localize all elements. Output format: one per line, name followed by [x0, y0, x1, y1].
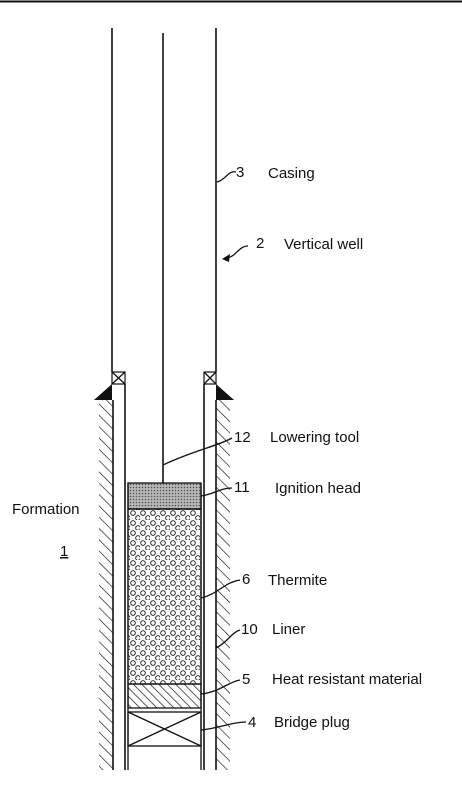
- label-liner: Liner: [272, 621, 305, 638]
- number-formation: 1: [60, 543, 68, 560]
- thermite: [127, 508, 202, 685]
- vertical-well-arrowhead: [222, 254, 230, 262]
- ignition-head: [127, 482, 202, 510]
- label-lowering-tool: Lowering tool: [270, 429, 359, 446]
- wellhead-collar-left: [94, 371, 126, 400]
- number-bridge-plug: 4: [248, 714, 256, 731]
- label-vertical-well: Vertical well: [284, 236, 363, 253]
- formation-wall-left: [99, 400, 113, 770]
- number-ignition-head: 11: [234, 479, 250, 496]
- number-casing: 3: [236, 164, 244, 181]
- label-heat-resistant-material: Heat resistant material: [272, 671, 422, 688]
- bridge-plug: [127, 711, 202, 747]
- label-casing: Casing: [268, 165, 315, 182]
- number-heat-resistant-material: 5: [242, 671, 250, 688]
- number-lowering-tool: 12: [234, 429, 251, 446]
- label-thermite: Thermite: [268, 572, 327, 589]
- heat-resistant-material: [127, 683, 202, 709]
- number-thermite: 6: [242, 571, 250, 588]
- label-ignition-head: Ignition head: [275, 480, 361, 497]
- formation-wall-right: [216, 400, 230, 770]
- label-formation: Formation: [12, 501, 80, 518]
- number-liner: 10: [241, 621, 258, 638]
- label-bridge-plug: Bridge plug: [274, 714, 350, 731]
- leader-lines: [162, 171, 249, 731]
- number-vertical-well: 2: [256, 235, 264, 252]
- wellhead-collar-right: [203, 371, 234, 400]
